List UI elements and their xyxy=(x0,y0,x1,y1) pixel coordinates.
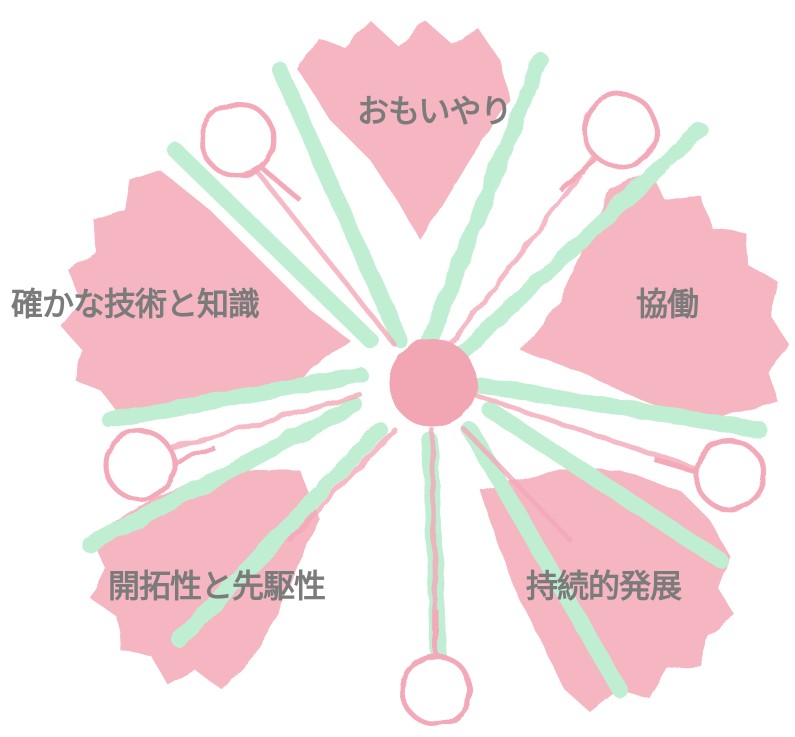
stripe-8 xyxy=(462,422,628,698)
stripe-9 xyxy=(172,422,388,648)
spoke-4 xyxy=(472,392,703,473)
stripe-11 xyxy=(82,397,363,553)
label-jizoku: 持続的発展 xyxy=(526,567,682,605)
spoke-1 xyxy=(237,147,398,348)
spoke-7 xyxy=(462,427,573,543)
stripe-4 xyxy=(472,377,768,438)
stripe-3 xyxy=(452,122,708,363)
stamen-ring-top-left xyxy=(199,101,277,179)
stripe-5 xyxy=(102,367,368,428)
spoke-2 xyxy=(447,147,603,348)
stamen-ring-left xyxy=(103,428,177,502)
spoke-6 xyxy=(287,427,398,543)
stamen-ring-bottom xyxy=(399,653,473,727)
stamen-ring-top-right xyxy=(581,91,659,169)
stripe-2 xyxy=(422,52,548,348)
petal-top xyxy=(298,20,510,240)
stamen-stem-top-left xyxy=(260,166,302,202)
label-omoiyari: おもいやり xyxy=(357,92,512,130)
stamen-stem-top-right xyxy=(558,158,598,192)
spoke-5 xyxy=(429,427,438,633)
label-gijutsu: 確かな技術と知識 xyxy=(11,285,260,323)
stamen-stem-right xyxy=(654,457,697,475)
label-kaitaku: 開拓性と先駆性 xyxy=(108,567,326,605)
stripe-1 xyxy=(272,62,408,348)
petal-bottom-left xyxy=(90,470,320,690)
petal-right xyxy=(520,170,790,420)
petal-left xyxy=(60,170,350,415)
label-kyodo: 協働 xyxy=(636,285,699,323)
stamen-ring-right xyxy=(693,438,767,512)
center-dot xyxy=(389,339,477,427)
stripe-6 xyxy=(167,142,378,348)
stamen-stem-left xyxy=(173,445,216,465)
stripe-10 xyxy=(482,402,728,568)
